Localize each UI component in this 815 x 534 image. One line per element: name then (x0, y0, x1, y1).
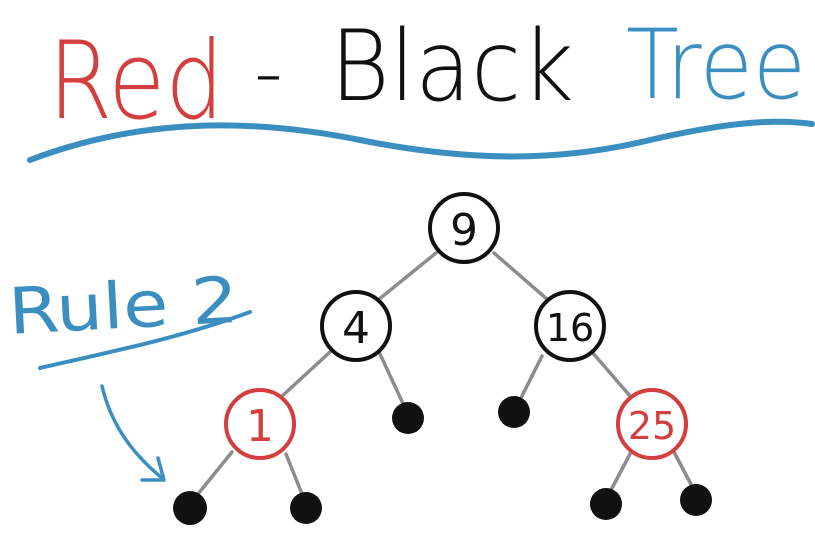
rule-underline (38, 310, 252, 370)
edge-1-leaf-left (196, 450, 234, 496)
tree-node-25: 25 (616, 388, 688, 460)
edge-4-1 (278, 350, 332, 400)
nil-leaf (498, 396, 530, 428)
node-label: 9 (450, 205, 478, 256)
nil-leaf (680, 484, 712, 516)
rule-annotation: Rule 2 (7, 264, 252, 482)
rule-arrowhead (140, 456, 166, 482)
rule-label: Rule 2 (7, 264, 241, 350)
node-label: 1 (246, 401, 274, 452)
title-underline (27, 118, 815, 163)
edge-25-leaf-left (608, 452, 632, 494)
nil-leaf (173, 491, 207, 525)
nil-leaves (173, 396, 712, 525)
edge-16-leaf (516, 354, 544, 406)
nil-leaf (590, 488, 622, 520)
edge-16-25 (590, 350, 632, 398)
edge-1-leaf-right (284, 452, 304, 496)
tree-node-4: 4 (320, 290, 392, 362)
nil-leaf (290, 492, 322, 524)
nil-leaf (392, 402, 424, 434)
title-dash: - (254, 26, 283, 119)
title: Red - Black Tree (48, 9, 806, 144)
tree-node-1: 1 (224, 388, 296, 460)
node-label: 4 (342, 303, 370, 354)
edge-25-leaf-right (672, 450, 696, 492)
node-label: 25 (628, 404, 676, 448)
node-label: 16 (546, 306, 594, 350)
tree-node-9: 9 (428, 192, 500, 264)
rule-arrow (100, 384, 164, 480)
tree-edges (196, 251, 696, 496)
title-black-word: Black (330, 10, 574, 124)
tree-node-16: 16 (534, 290, 606, 362)
edge-9-4 (376, 251, 438, 302)
edge-4-leaf (378, 352, 408, 412)
edge-9-16 (492, 251, 550, 302)
title-tree-word: Tree (626, 9, 806, 121)
